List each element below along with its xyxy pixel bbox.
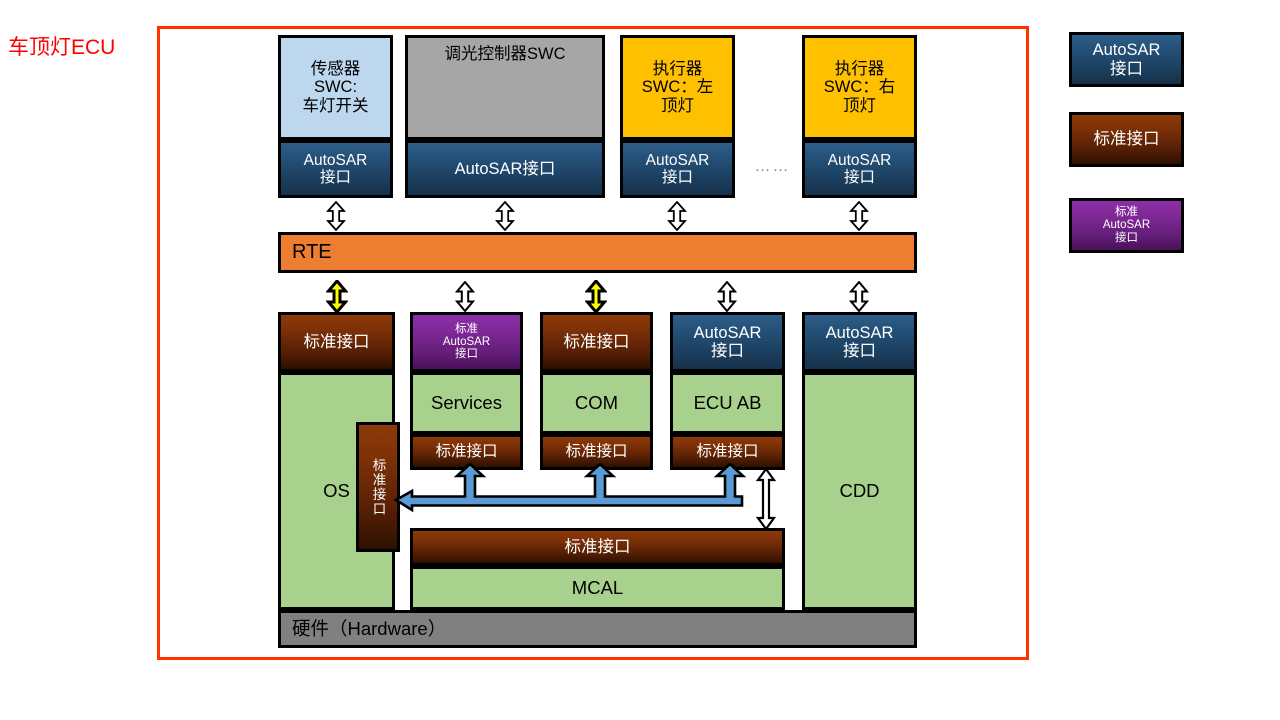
os-side-interface: 标准接口 (356, 422, 400, 552)
services-block: Services (410, 372, 523, 434)
com-bottom-interface-label: 标准接口 (565, 443, 628, 461)
os-label: OS (323, 479, 350, 501)
rte-layer: RTE (278, 232, 917, 273)
arrow-ecu-ab-mcal (755, 468, 777, 530)
rte-label: RTE (292, 241, 332, 264)
arrow-swc-dimmer-rte (495, 201, 515, 231)
arrow-rte-com (585, 280, 607, 313)
mcal-block: MCAL (410, 566, 785, 610)
com-block: COM (540, 372, 653, 434)
services-bottom-interface-label: 标准接口 (435, 443, 498, 461)
cdd-block: CDD (802, 372, 917, 610)
com-top-interface-label: 标准接口 (563, 332, 630, 351)
swc-dimmer-body: 调光控制器SWC (405, 35, 605, 140)
hardware-bar: 硬件（Hardware） (278, 610, 917, 648)
arrow-rte-ecu-ab (717, 281, 737, 312)
mcal-top-interface: 标准接口 (410, 528, 785, 566)
ecu-ab-bottom-interface: 标准接口 (670, 434, 785, 470)
services-label: Services (431, 391, 502, 413)
swc-dimmer-label: 调光控制器SWC (444, 45, 566, 63)
legend-standard-label: 标准接口 (1093, 130, 1160, 149)
ecu-boundary-frame (157, 26, 1029, 660)
ecu-ab-bottom-interface-label: 标准接口 (696, 443, 759, 461)
arrow-rte-services (455, 281, 475, 312)
arrow-rte-cdd (849, 281, 869, 312)
arrow-rte-os (326, 280, 348, 313)
ecu-ab-block: ECU AB (670, 372, 785, 434)
os-side-interface-label: 标准接口 (370, 458, 386, 516)
ecu-ab-label: ECU AB (693, 391, 762, 413)
mcal-top-interface-label: 标准接口 (564, 537, 631, 556)
com-top-interface: 标准接口 (540, 312, 653, 372)
swc-dimmer-interface-label: AutoSAR接口 (454, 159, 556, 178)
com-label: COM (574, 391, 619, 413)
arrow-swc-actuator-left-rte (667, 201, 687, 231)
arrow-swc-sensor-rte (326, 201, 346, 231)
swc-ellipsis: …… (754, 158, 791, 175)
arrow-swc-actuator-right-rte (849, 201, 869, 231)
page-title: 车顶灯ECU (8, 36, 116, 59)
os-top-interface: 标准接口 (278, 312, 395, 372)
os-top-interface-label: 标准接口 (303, 332, 370, 351)
cdd-label: CDD (839, 479, 880, 501)
hardware-label: 硬件（Hardware） (292, 617, 447, 639)
blue-bus-arrows (390, 463, 790, 525)
legend-item-standard-interface: 标准接口 (1069, 112, 1184, 167)
swc-dimmer-interface: AutoSAR接口 (405, 140, 605, 198)
mcal-label: MCAL (571, 576, 624, 598)
services-bottom-interface: 标准接口 (410, 434, 523, 470)
